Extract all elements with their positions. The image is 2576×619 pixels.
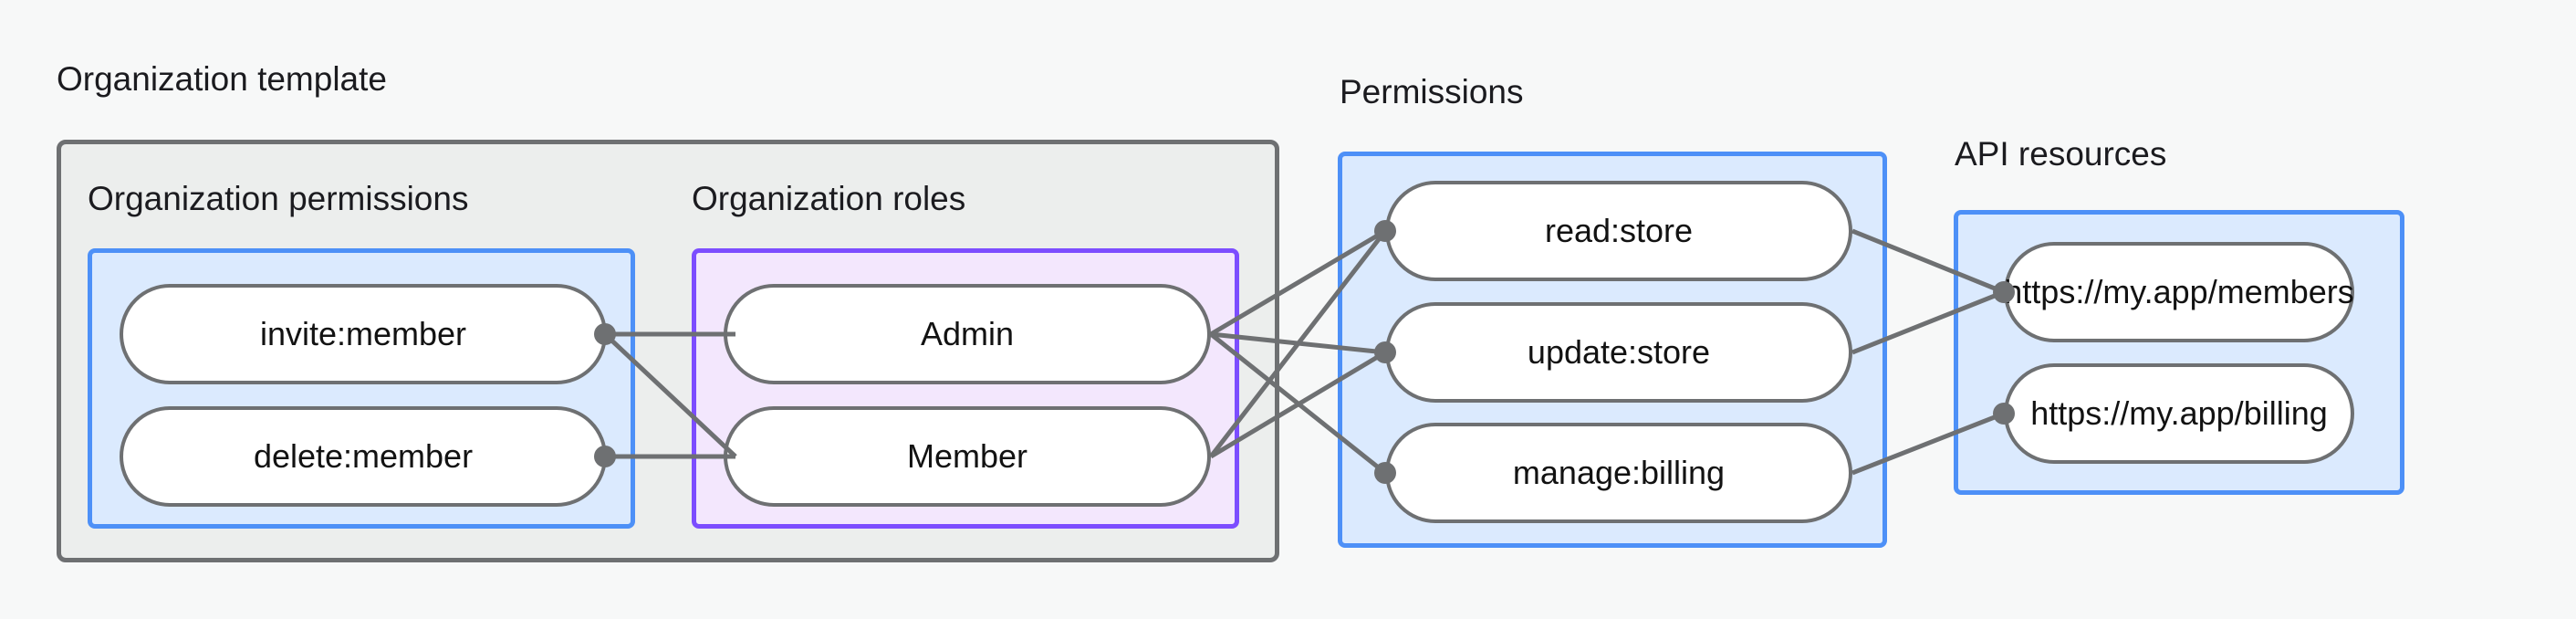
- node-manage-billing[interactable]: manage:billing: [1385, 423, 1852, 523]
- node-manage-billing-label: manage:billing: [1512, 454, 1726, 491]
- permissions-title: Permissions: [1340, 73, 1524, 110]
- node-api-members[interactable]: https://my.app/members: [2004, 242, 2354, 342]
- node-admin-label: Admin: [920, 315, 1015, 352]
- node-update-store[interactable]: update:store: [1385, 302, 1852, 403]
- node-update-store-label: update:store: [1527, 333, 1711, 371]
- node-api-billing[interactable]: https://my.app/billing: [2004, 363, 2354, 464]
- node-delete-member-label: delete:member: [253, 437, 474, 475]
- node-invite-member[interactable]: invite:member: [120, 284, 607, 384]
- node-admin[interactable]: Admin: [724, 284, 1211, 384]
- organization-roles-title: Organization roles: [692, 180, 966, 217]
- node-read-store[interactable]: read:store: [1385, 181, 1852, 281]
- node-member[interactable]: Member: [724, 406, 1211, 507]
- node-member-label: Member: [906, 437, 1028, 475]
- api-resources-title: API resources: [1955, 135, 2167, 173]
- node-invite-member-label: invite:member: [259, 315, 467, 352]
- organization-template-title: Organization template: [57, 60, 387, 98]
- node-delete-member[interactable]: delete:member: [120, 406, 607, 507]
- node-api-members-label: https://my.app/members: [2004, 273, 2354, 310]
- organization-permissions-title: Organization permissions: [88, 180, 469, 217]
- node-read-store-label: read:store: [1544, 212, 1694, 249]
- node-api-billing-label: https://my.app/billing: [2030, 394, 2328, 432]
